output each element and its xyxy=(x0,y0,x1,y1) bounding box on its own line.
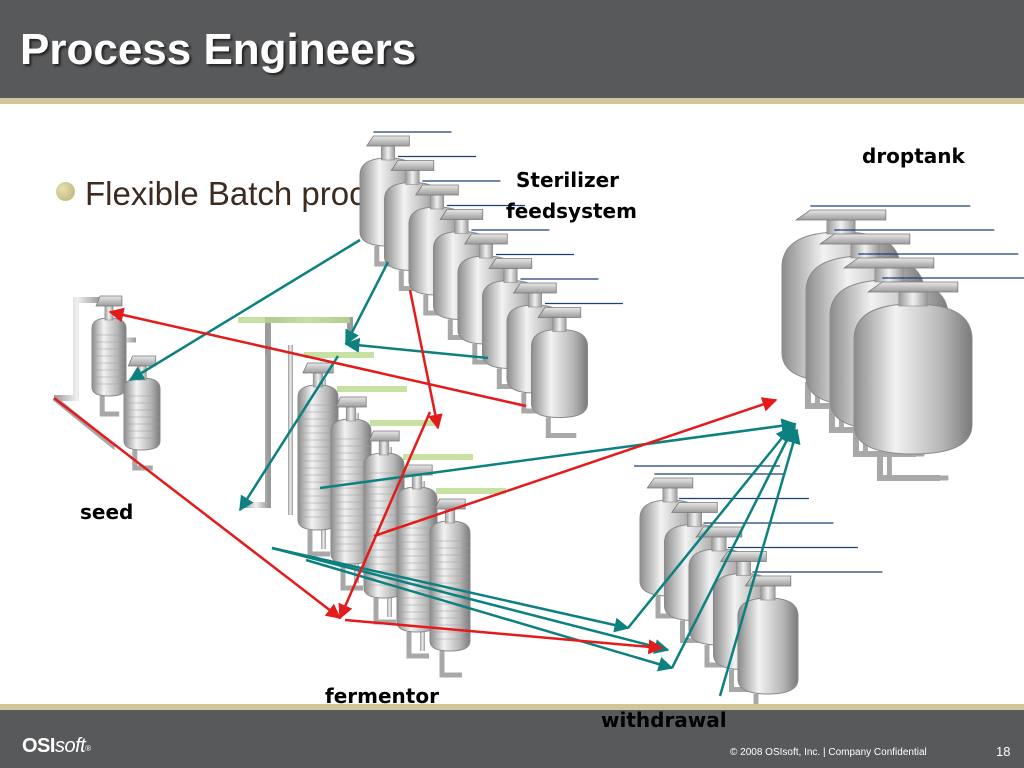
transfer-connection xyxy=(53,397,342,619)
feed-connection xyxy=(319,418,797,490)
flow-connections xyxy=(53,238,801,697)
fermentor-tank xyxy=(363,430,405,625)
title-divider xyxy=(0,98,1024,104)
transfer-connection xyxy=(408,289,443,430)
footer-bar xyxy=(0,710,1024,768)
footer-divider xyxy=(0,704,1024,710)
feed-connection xyxy=(627,426,791,629)
feed-connection xyxy=(238,355,340,512)
withdrawal-tank xyxy=(737,571,883,704)
copyright-text: © 2008 OSIsoft, Inc. | Company Confident… xyxy=(730,747,927,758)
seed-pipe xyxy=(54,297,100,401)
transfer-connection xyxy=(108,307,527,408)
feed-connection xyxy=(344,337,489,360)
pipework xyxy=(52,297,940,651)
label-seed: seed xyxy=(80,500,134,524)
fermentor-tank xyxy=(330,396,372,591)
bullet-dot-icon xyxy=(56,182,75,201)
label-sterilizer: Sterilizer xyxy=(516,168,620,192)
feed-connection xyxy=(344,261,390,346)
feed-connection xyxy=(128,238,361,382)
label-droptank: droptank xyxy=(862,144,965,168)
slide-title: Process Engineers xyxy=(20,25,417,74)
label-withdrawal: withdrawal xyxy=(601,708,727,732)
sterilizer-tank xyxy=(531,302,623,438)
title-bar xyxy=(0,0,1024,98)
feed-connection xyxy=(271,546,630,633)
transfer-connection xyxy=(373,397,778,538)
droptank-tank xyxy=(853,277,1024,481)
fermentor-tank xyxy=(429,498,471,678)
transfer-connection xyxy=(338,411,432,620)
feed-connection xyxy=(271,546,670,654)
feed-connection xyxy=(305,558,674,672)
process-diagram xyxy=(52,131,1024,704)
feed-connection xyxy=(718,428,801,697)
label-feedsystem: feedsystem xyxy=(506,199,637,223)
feed-connection xyxy=(670,422,797,669)
osisoft-logo: OSIsoft® xyxy=(22,735,91,757)
fermentor-tank xyxy=(297,362,339,557)
page-number: 18 xyxy=(996,744,1011,759)
transfer-connection xyxy=(344,618,664,655)
